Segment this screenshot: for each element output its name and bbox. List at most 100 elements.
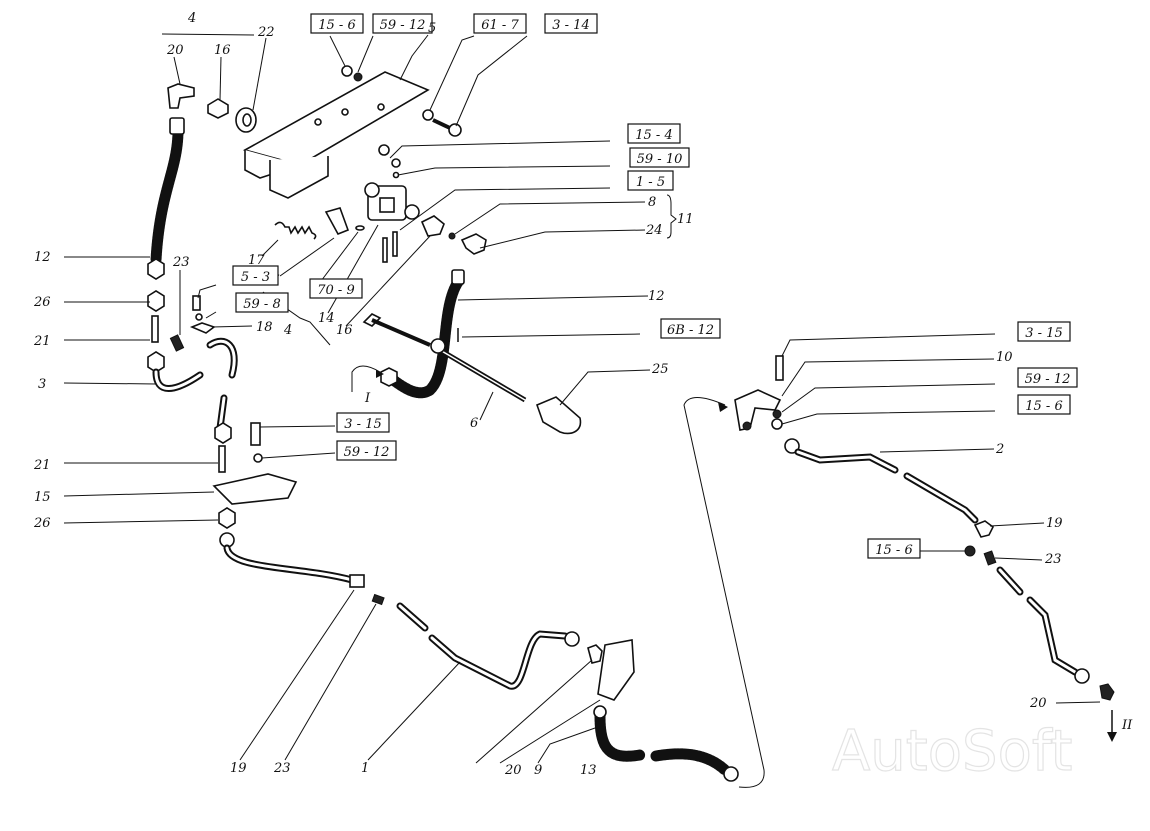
part-number-label: 8 [648, 195, 656, 210]
part-number-label: 2 [995, 442, 1004, 457]
part-number-label: 4 [283, 323, 292, 338]
callout-text: 59 - 12 [380, 18, 426, 33]
callout-text: 3 - 15 [1025, 326, 1062, 341]
hose-13-end [593, 705, 607, 719]
callout-text: 23 [1044, 552, 1062, 567]
callout-text: 14 [318, 311, 335, 326]
hose-13-nut [723, 766, 739, 782]
callout-text: 15 - 6 [318, 18, 355, 33]
callout-text: 59 - 12 [1025, 372, 1071, 387]
callout-text: 23 [172, 255, 190, 270]
watermark: AutoSoft [832, 719, 1073, 784]
part-reference-box: 1 - 5 [627, 170, 674, 191]
reference-box-frame [336, 440, 397, 461]
part-number-label: 15 [34, 490, 51, 505]
callout-text: 16 [336, 323, 353, 338]
part-reference-box: 59 - 12 [336, 440, 397, 461]
part-reference-box: 3 - 15 [1017, 321, 1071, 342]
part-reference-box: 6B - 12 [660, 318, 721, 339]
reference-box-frame [629, 147, 690, 168]
part-number-label: 12 [648, 289, 665, 304]
callout-text: 20 [504, 763, 522, 778]
callout-text: 5 [428, 21, 436, 36]
callout-text: 4 [283, 323, 292, 338]
callout-text: 15 - 4 [635, 128, 672, 143]
callout-text: II [1121, 718, 1133, 733]
part-number-label: 20 [1029, 696, 1047, 711]
leader-lines [63, 33, 1117, 788]
part-number-label: 21 [33, 334, 51, 349]
lock-washer [391, 158, 401, 168]
callout-text: 15 - 6 [1025, 399, 1062, 414]
part-reference-box: 59 - 10 [629, 147, 690, 168]
knob-25 [535, 396, 582, 435]
tube-nut-end [564, 631, 580, 647]
callout-text: 6B - 12 [667, 323, 714, 338]
part-reference-box: 59 - 12 [372, 13, 433, 34]
parts-layer [147, 65, 1115, 782]
hose-12-mid [384, 276, 464, 399]
callout-text: 6 [470, 416, 478, 431]
callout-text: 61 - 7 [481, 18, 519, 33]
part-number-label: 26 [33, 295, 51, 310]
callout-text: 21 [33, 334, 51, 349]
reference-box-frame [1017, 321, 1071, 342]
bracket-plate-5 [242, 71, 430, 199]
callout-text: 59 - 12 [344, 445, 390, 460]
hose-12-left [150, 124, 184, 266]
part-reference-box: 15 - 6 [867, 538, 921, 559]
fitting-21-lower [218, 445, 226, 473]
callout-text: 12 [34, 250, 51, 265]
part-number-label: 4 [187, 11, 196, 26]
callout-text: 4 [187, 11, 196, 26]
part-reference-box: 59 - 8 [235, 292, 289, 313]
bolt-5-3 [192, 295, 201, 311]
part-number-label: 20 [166, 43, 184, 58]
callout-text: 3 [38, 377, 46, 392]
callout-text: 22 [257, 25, 275, 40]
sleeve-23 [169, 334, 185, 352]
part-reference-box: 5 - 3 [232, 265, 279, 286]
bracket-9 [597, 639, 635, 701]
callout-text: 12 [648, 289, 665, 304]
callout-text: 13 [580, 763, 597, 778]
nut-26 [147, 290, 165, 312]
callout-text: 11 [677, 212, 694, 227]
part-reference-box: 3 - 15 [336, 412, 390, 433]
part-reference-box: 15 - 6 [310, 13, 364, 34]
bolt-3-14 [432, 118, 462, 137]
callout-text: 20 [1029, 696, 1047, 711]
callout-text: 5 - 3 [241, 270, 270, 285]
fitting-21 [151, 315, 159, 343]
tee-fitting [430, 338, 446, 354]
callout-text: 23 [273, 761, 291, 776]
lever-7 [324, 207, 350, 236]
part-number-label: 6 [470, 416, 478, 431]
spring-17 [274, 221, 317, 240]
callout-text: 25 [651, 362, 669, 377]
part-number-label: 11 [677, 212, 694, 227]
clamp-18 [189, 322, 216, 334]
callout-text: 10 [996, 350, 1013, 365]
fork-rod [371, 318, 431, 347]
nut-15-4 [378, 144, 390, 156]
sleeve-23-lower [371, 593, 385, 606]
gasket-8 [448, 232, 456, 240]
union-16-right [420, 215, 445, 237]
part-reference-box: 59 - 12 [1017, 367, 1078, 388]
part-number-label: I [364, 391, 371, 406]
elbow-20-lower [587, 644, 603, 664]
washer-59-12-lower [253, 453, 263, 463]
pin-70-9 [355, 225, 365, 231]
part-number-label: 23 [172, 255, 190, 270]
tube-nut-lower [214, 422, 232, 444]
reference-box-frame [309, 278, 363, 299]
part-number-label: 22 [257, 25, 275, 40]
part-reference-box: 3 - 14 [544, 13, 598, 34]
bolt-3-15-right [775, 355, 784, 381]
part-number-label: 18 [256, 320, 273, 335]
part-number-label: 19 [230, 761, 247, 776]
screw [392, 231, 398, 257]
part-number-label: 14 [318, 311, 335, 326]
